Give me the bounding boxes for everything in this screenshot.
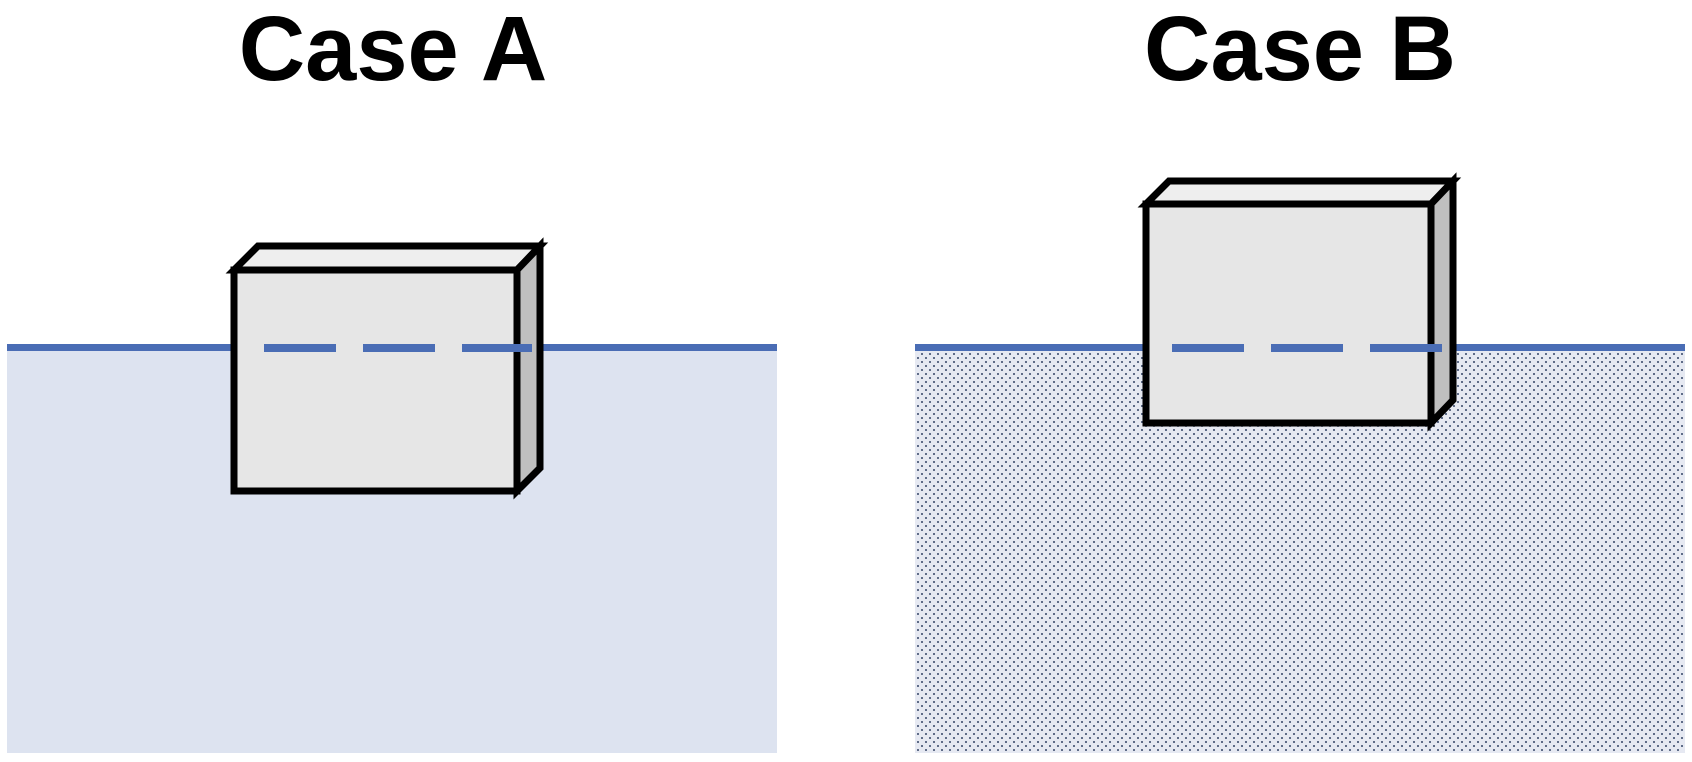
case-a-title: Case A <box>239 0 548 100</box>
case-b-title: Case B <box>1144 0 1456 100</box>
case-b-panel: Case B <box>915 0 1685 753</box>
case-a-panel: Case A <box>7 0 777 753</box>
case-a-block-front-face <box>230 266 521 495</box>
case-a-floating-block <box>225 237 549 500</box>
case-a-block-top-face <box>225 242 549 274</box>
case-b-block-front-face <box>1142 200 1435 427</box>
case-b-floating-block <box>1137 172 1462 432</box>
